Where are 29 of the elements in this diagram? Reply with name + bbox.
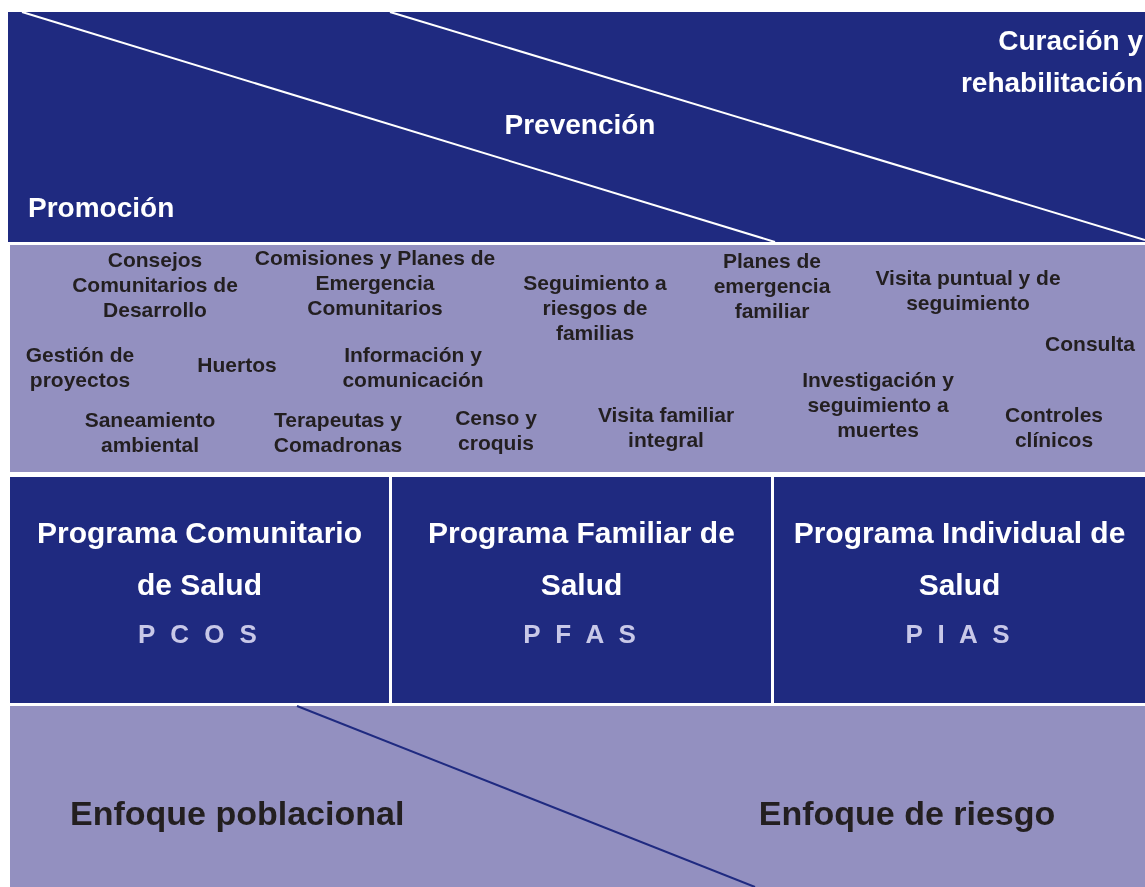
activity-label: Consulta: [1044, 331, 1136, 356]
approach-title: Enfoque poblacional: [70, 793, 406, 834]
activity-label: Censo y croquis: [454, 405, 538, 455]
program-acronym: P F A S: [522, 618, 641, 651]
activity-label: Controles clínicos: [1004, 402, 1104, 452]
activity-label: Investigación y seguimiento a muertes: [801, 367, 955, 442]
program-title: Programa Familiar de Salud: [427, 515, 736, 603]
band-title: Curación y rehabilitación: [959, 24, 1143, 100]
activity-label: Visita puntual y de seguimiento: [874, 265, 1062, 315]
program-title: Programa Individual de Salud: [792, 515, 1127, 603]
program-box: [10, 477, 389, 703]
program-box: [774, 477, 1145, 703]
activity-label: Visita familiar integral: [596, 402, 736, 452]
activity-label: Gestión de proyectos: [24, 342, 136, 392]
activity-label: Comisiones y Planes de Emergencia Comunitarios: [253, 245, 497, 320]
program-acronym: P I A S: [904, 618, 1015, 651]
activity-label: Saneamiento ambiental: [83, 407, 217, 457]
activity-label: Seguimiento a riesgos de familias: [522, 270, 668, 345]
band-title: Prevención: [503, 108, 657, 142]
band-title: Promoción: [28, 191, 176, 225]
activity-label: Terapeutas y Comadronas: [272, 407, 404, 457]
activity-label: Consejos Comunitarios de Desarrollo: [71, 247, 239, 322]
program-box: [392, 477, 771, 703]
approach-title: Enfoque de riesgo: [757, 793, 1057, 834]
activity-label: Huertos: [196, 352, 278, 377]
activity-label: Información y comunicación: [341, 342, 485, 392]
program-title: Programa Comunitario de Salud: [35, 515, 364, 603]
activity-label: Planes de emergencia familiar: [712, 248, 832, 323]
program-acronym: P C O S: [137, 618, 262, 651]
